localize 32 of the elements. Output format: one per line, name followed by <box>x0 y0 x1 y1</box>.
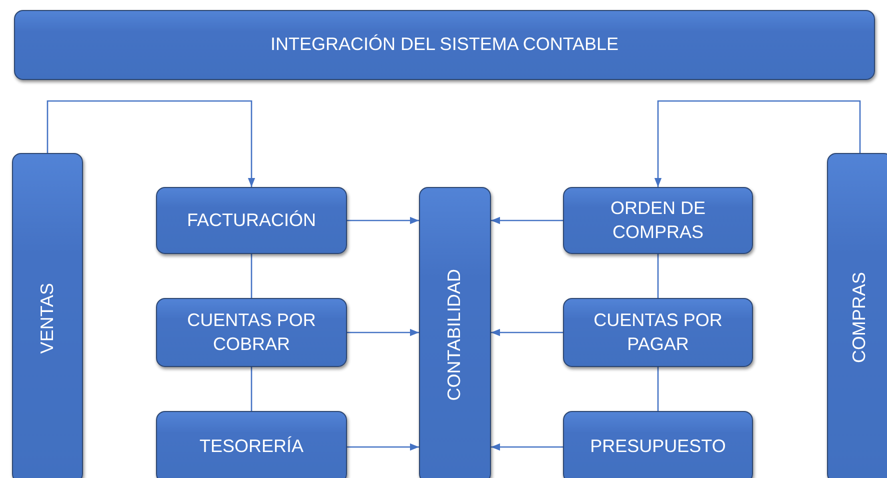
arrow <box>491 328 563 336</box>
arrow <box>491 216 563 224</box>
node-label: CUENTAS POR PAGAR <box>592 309 724 356</box>
node-label: ORDEN DE COMPRAS <box>609 197 706 244</box>
node-label: VENTAS <box>36 282 58 354</box>
connector-line <box>250 367 252 411</box>
process-box <box>156 187 347 254</box>
arrow <box>46 100 256 187</box>
node-label: PRESUPUESTO <box>590 435 726 458</box>
arrow <box>491 443 563 451</box>
arrow <box>347 216 419 224</box>
title-banner <box>14 10 875 80</box>
node-label: COMPRAS <box>848 272 870 364</box>
node-label: TESORERÍA <box>199 435 304 458</box>
arrow <box>347 443 419 451</box>
connector-line <box>657 254 659 298</box>
process-box <box>156 411 347 478</box>
arrow <box>654 100 861 187</box>
node-label: CUENTAS POR COBRAR <box>186 309 317 356</box>
side-panel <box>12 153 83 478</box>
process-box <box>156 298 347 367</box>
process-box <box>563 187 753 254</box>
central-panel <box>419 187 491 478</box>
arrow <box>347 328 419 336</box>
connector-line <box>657 367 659 411</box>
process-box <box>563 411 753 478</box>
title-text: INTEGRACIÓN DEL SISTEMA CONTABLE <box>270 33 619 56</box>
node-label: CONTABILIDAD <box>443 269 466 401</box>
node-label: FACTURACIÓN <box>186 208 316 232</box>
connector-line <box>250 254 252 298</box>
side-panel <box>827 153 887 478</box>
process-box <box>563 298 753 367</box>
